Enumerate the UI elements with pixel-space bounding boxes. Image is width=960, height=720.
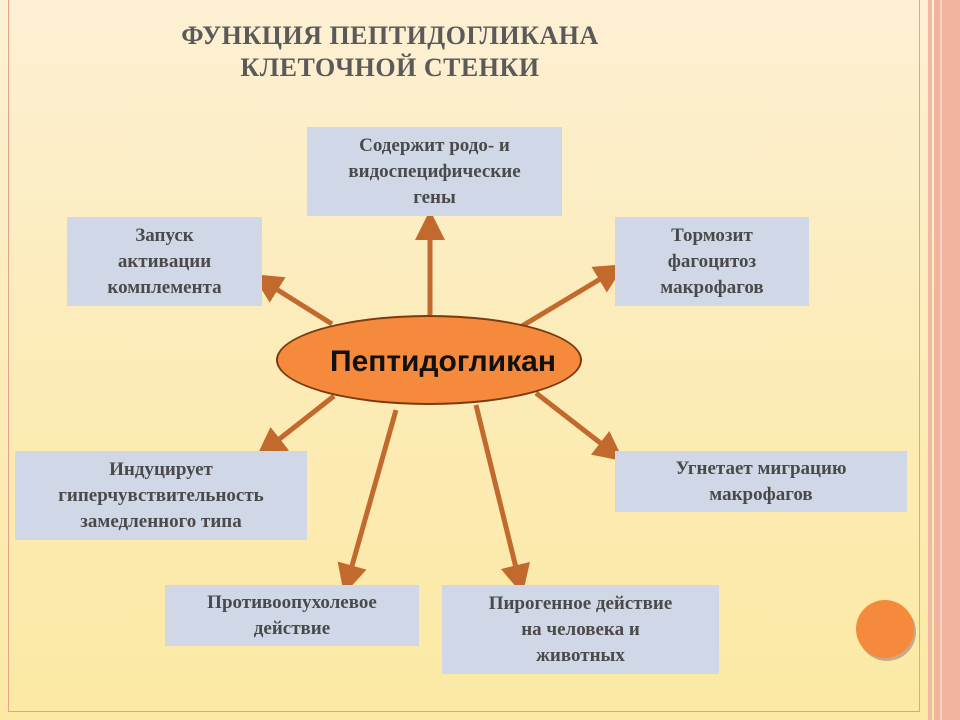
node-top-right-line-1: Тормозит	[671, 224, 753, 246]
center-label: Пептидогликан	[330, 345, 556, 378]
node-mid-left: Индуцирует гиперчувствительность замедле…	[15, 451, 307, 540]
decor-stripe-outer	[934, 0, 960, 720]
node-top-left-line-3: комплемента	[107, 276, 222, 298]
node-top-left-line-1: Запуск	[135, 224, 194, 246]
node-top-right: Тормозит фагоцитоз макрофагов	[615, 217, 809, 306]
connector-top-left	[252, 274, 334, 327]
slide-title-line-1: ФУНКЦИЯ ПЕПТИДОГЛИКАНА	[181, 21, 599, 50]
node-mid-right-line-2: макрофагов	[709, 483, 813, 505]
node-bottom-left-line-1: Противоопухолевое	[207, 591, 377, 613]
node-mid-left-line-3: замедленного типа	[80, 510, 242, 532]
center-ellipse	[276, 315, 582, 405]
node-mid-left-line-1: Индуцирует	[109, 458, 213, 480]
node-top-left-line-2: активации	[117, 250, 212, 272]
node-mid-right: Угнетает миграцию макрофагов	[615, 451, 907, 512]
decor-stripe-highlight	[940, 0, 942, 720]
connector-bottom-right	[473, 404, 530, 595]
node-bottom-left: Противоопухолевое действие	[165, 585, 419, 646]
connector-mid-left	[256, 394, 336, 458]
node-top-right-line-2: фагоцитоз	[667, 250, 757, 272]
node-top-line-1: Содержит родо- и	[359, 134, 510, 156]
node-mid-left-line-2: гиперчувствительность	[58, 484, 264, 506]
node-bottom-left-line-2: действие	[253, 617, 331, 639]
node-bottom-right-line-1: Пирогенное действие	[488, 592, 673, 614]
node-bottom-right-line-3: животных	[536, 644, 625, 666]
decor-stripe-inner	[928, 0, 932, 720]
slide-title: ФУНКЦИЯ ПЕПТИДОГЛИКАНА КЛЕТОЧНОЙ СТЕНКИ	[120, 20, 660, 84]
node-top: Содержит родо- и видоспецифические гены	[307, 127, 562, 216]
slide-frame	[8, 0, 920, 712]
connector-top-right	[520, 264, 625, 329]
connector-bottom-left	[337, 409, 399, 595]
node-top-left: Запуск активации комплемента	[67, 217, 262, 306]
connector-mid-right	[534, 391, 624, 462]
node-bottom-right: Пирогенное действие на человека и животн…	[442, 585, 719, 674]
node-top-line-2: видоспецифические	[348, 160, 521, 182]
node-top-line-3: гены	[413, 186, 456, 208]
node-top-right-line-3: макрофагов	[660, 276, 764, 298]
node-bottom-right-line-2: на человека и	[521, 618, 640, 640]
decor-orange-circle	[856, 600, 914, 658]
node-mid-right-line-1: Угнетает миграцию	[675, 457, 847, 479]
slide-title-line-2: КЛЕТОЧНОЙ СТЕНКИ	[240, 53, 540, 82]
